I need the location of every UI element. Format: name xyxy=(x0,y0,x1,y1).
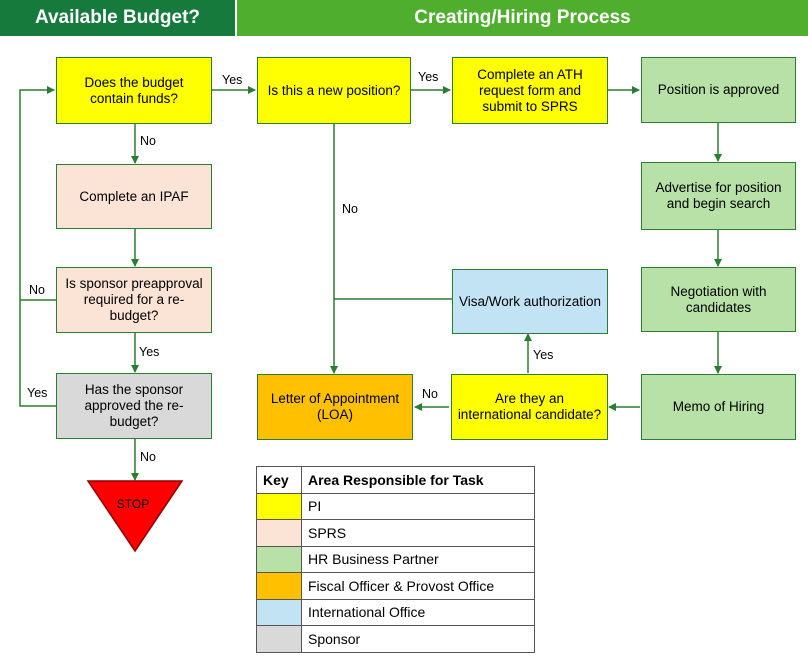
label-no-international: No xyxy=(422,387,438,401)
legend-label: HR Business Partner xyxy=(301,545,535,573)
legend-swatch xyxy=(256,598,302,626)
legend-key-table: Key Area Responsible for Task PI SPRS HR… xyxy=(256,466,535,653)
label-no-preapproval: No xyxy=(29,283,45,297)
node-international-candidate: Are they an international candidate? xyxy=(451,374,608,440)
node-sponsor-preapproval: Is sponsor preapproval required for a re… xyxy=(56,267,212,333)
node-advertise: Advertise for position and begin search xyxy=(641,162,796,230)
node-sponsor-approved: Has the sponsor approved the re-budget? xyxy=(56,373,212,439)
legend-swatch xyxy=(256,492,302,520)
legend-swatch xyxy=(256,572,302,600)
stop-label: STOP xyxy=(116,497,150,511)
node-new-position: Is this a new position? xyxy=(257,57,411,124)
label-yes-sponsor: Yes xyxy=(27,386,48,400)
legend-row: Fiscal Officer & Provost Office xyxy=(256,572,535,600)
legend-label: SPRS xyxy=(301,519,535,547)
legend-header-area: Area Responsible for Task xyxy=(301,466,535,494)
label-yes-preapproval: Yes xyxy=(139,345,160,359)
label-yes-budget: Yes xyxy=(222,73,243,87)
node-memo-of-hiring: Memo of Hiring xyxy=(641,374,796,440)
legend-row: HR Business Partner xyxy=(256,545,535,573)
node-negotiation: Negotiation with candidates xyxy=(641,267,796,332)
legend-row: International Office xyxy=(256,598,535,626)
label-yes-new-position: Yes xyxy=(418,70,439,84)
node-letter-of-appointment: Letter of Appointment (LOA) xyxy=(257,374,413,440)
legend-label: International Office xyxy=(301,598,535,626)
node-budget-contain-funds: Does the budget contain funds? xyxy=(56,57,212,124)
label-no-new-position: No xyxy=(342,202,358,216)
legend-swatch xyxy=(256,519,302,547)
legend-header-key: Key xyxy=(256,466,302,494)
legend-label: Sponsor xyxy=(301,625,535,653)
legend-label: PI xyxy=(301,492,535,520)
label-no-budget: No xyxy=(140,134,156,148)
legend-label: Fiscal Officer & Provost Office xyxy=(301,572,535,600)
node-visa-work-authorization: Visa/Work authorization xyxy=(452,269,608,334)
label-yes-international: Yes xyxy=(533,348,554,362)
label-no-sponsor: No xyxy=(140,450,156,464)
legend-swatch xyxy=(256,545,302,573)
edge-sponsor-yes-loop xyxy=(19,86,56,407)
header-available-budget: Available Budget? xyxy=(0,0,235,36)
legend-row: SPRS xyxy=(256,519,535,547)
stop-sign xyxy=(86,480,184,553)
node-position-approved: Position is approved xyxy=(641,57,796,123)
legend-row: Sponsor xyxy=(256,625,535,653)
legend-swatch xyxy=(256,625,302,653)
legend-row: PI xyxy=(256,492,535,520)
node-ath-request: Complete an ATH request form and submit … xyxy=(452,57,608,124)
legend-header-row: Key Area Responsible for Task xyxy=(256,466,535,494)
header-creating-hiring-process: Creating/Hiring Process xyxy=(237,0,808,36)
node-complete-ipaf: Complete an IPAF xyxy=(56,164,212,229)
